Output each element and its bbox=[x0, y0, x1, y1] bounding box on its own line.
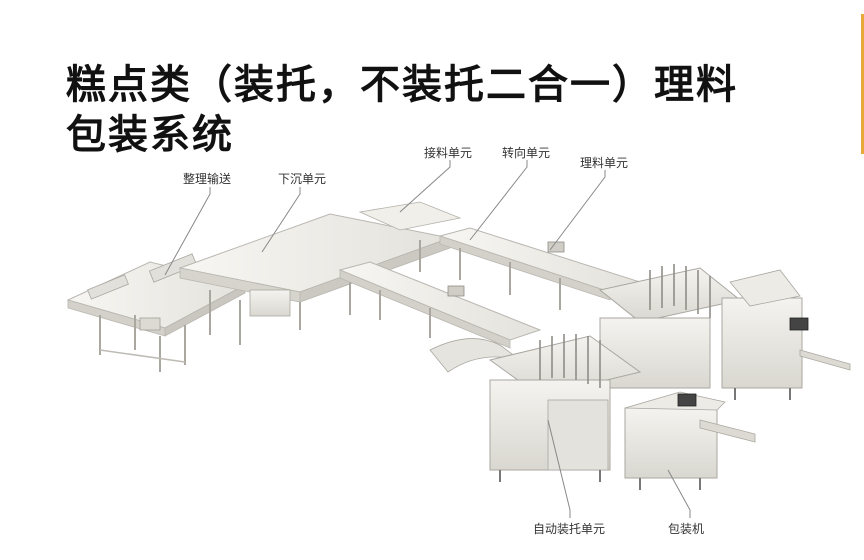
leader-turning-unit bbox=[469, 160, 528, 241]
callout-aligning-unit: 理料单元 bbox=[580, 156, 629, 170]
auto-tray-unit bbox=[488, 334, 642, 482]
callout-sorting-conveyor: 整理输送 bbox=[183, 172, 232, 186]
callout-sinking-unit: 下沉单元 bbox=[278, 172, 327, 186]
leader-lines bbox=[164, 160, 691, 518]
leader-receiving-unit bbox=[399, 160, 451, 213]
upper-line bbox=[438, 227, 851, 400]
leader-sorting-conveyor bbox=[164, 187, 211, 276]
accent-bar bbox=[861, 14, 864, 154]
sinking-unit bbox=[178, 201, 462, 345]
callout-turning-unit: 转向单元 bbox=[502, 146, 551, 160]
callout-packaging-machine: 包装机 bbox=[668, 522, 705, 536]
callout-receiving-unit: 接料单元 bbox=[424, 146, 473, 160]
leader-packaging-machine bbox=[667, 469, 691, 518]
callout-auto-tray-unit: 自动装托单元 bbox=[533, 522, 606, 536]
lower-line bbox=[338, 261, 756, 490]
page-title-line-2: 包装系统 bbox=[66, 112, 234, 158]
packaging-machine bbox=[624, 391, 756, 490]
page-title-line-1: 糕点类（装托，不装托二合一）理料 bbox=[66, 62, 738, 108]
leader-aligning-unit bbox=[549, 170, 606, 251]
leader-sinking-unit bbox=[261, 187, 301, 253]
leader-auto-tray-unit bbox=[547, 419, 571, 518]
